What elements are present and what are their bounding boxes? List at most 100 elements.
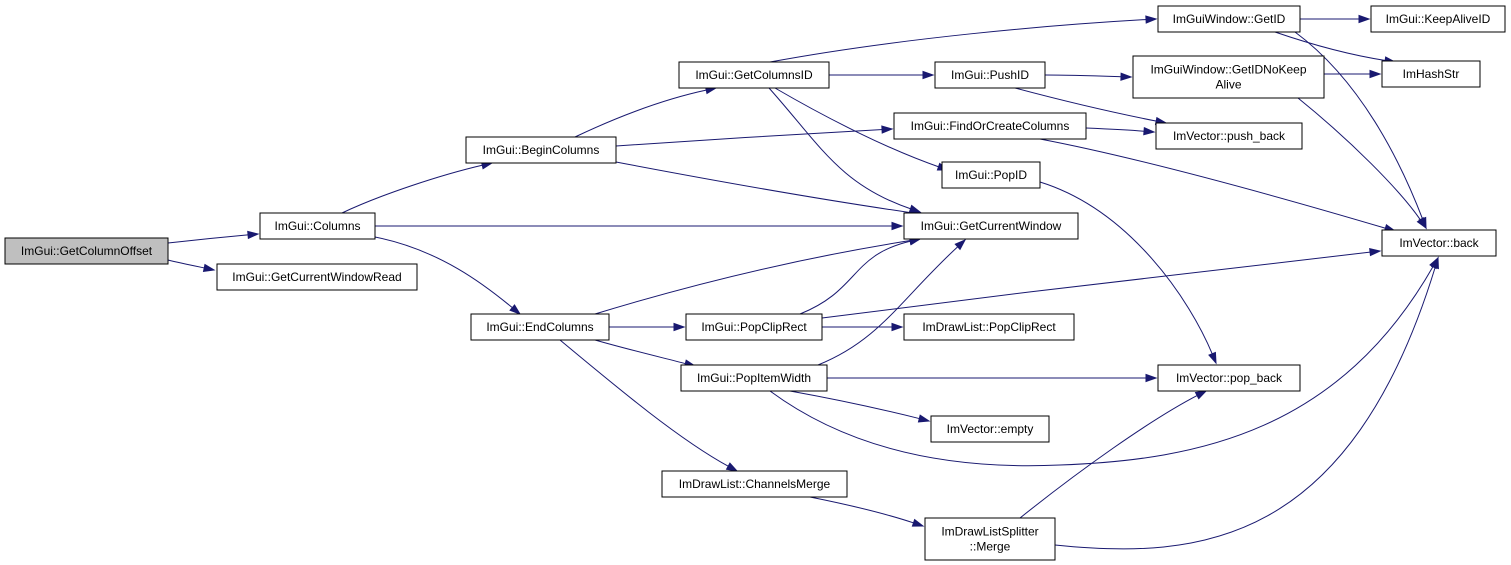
node-getcolumnsid[interactable]: ImGui::GetColumnsID	[678, 61, 830, 89]
node-label: ImGui::EndColumns	[486, 320, 593, 334]
edge-pushid-to-window_getidnokeepalive	[1044, 72, 1133, 81]
node-vector_pop_back[interactable]: ImVector::pop_back	[1157, 364, 1301, 392]
edge-popcliprect-to-drawlist_popcliprect	[822, 322, 904, 332]
node-box	[678, 61, 830, 89]
edge-findorcreatecolumns-to-vector_back	[1039, 138, 1397, 233]
node-label: ImGui::PopID	[955, 168, 1027, 182]
node-label: ImGui::PopItemWidth	[697, 371, 811, 385]
node-box	[259, 212, 376, 240]
node-box	[903, 313, 1075, 341]
node-box	[680, 364, 828, 392]
node-label: ImGui::PushID	[951, 68, 1029, 82]
nodes-layer: ImGui::GetColumnOffsetImGui::ColumnsImGu…	[4, 5, 1506, 561]
edge-begincolumns-to-findorcreatecolumns	[615, 125, 894, 147]
node-vector_back[interactable]: ImVector::back	[1381, 229, 1497, 257]
edge-endcolumns-to-channelsmerge	[559, 339, 739, 472]
node-label: ImVector::back	[1399, 236, 1479, 250]
node-box	[930, 415, 1050, 443]
node-box	[1157, 5, 1301, 33]
edge-endcolumns-to-popcliprect	[609, 322, 686, 332]
node-label: ImGuiWindow::GetIDNoKeep	[1150, 63, 1306, 77]
node-box	[903, 212, 1079, 240]
edge-columns-to-begincolumns	[341, 161, 494, 214]
node-box	[1381, 60, 1481, 88]
node-endcolumns[interactable]: ImGui::EndColumns	[470, 313, 610, 341]
node-box	[941, 161, 1041, 189]
node-box	[465, 136, 617, 164]
node-label: ImGui::BeginColumns	[483, 143, 600, 157]
edge-begincolumns-to-getcolumnsid	[574, 86, 718, 138]
node-label: ImHashStr	[1403, 67, 1460, 81]
edge-popitemwidth-to-vector_back	[769, 256, 1439, 467]
edge-endcolumns-to-getcurrentwindow	[594, 236, 922, 315]
node-box	[1157, 364, 1301, 392]
node-vector_empty[interactable]: ImVector::empty	[930, 415, 1050, 443]
node-label: ImVector::empty	[947, 422, 1034, 436]
node-imhashstr[interactable]: ImHashStr	[1381, 60, 1481, 88]
edge-window_getid-to-keepaliveid	[1300, 14, 1371, 24]
node-findorcreatecolumns[interactable]: ImGui::FindOrCreateColumns	[893, 112, 1087, 140]
node-label: ImGui::GetCurrentWindowRead	[232, 270, 401, 284]
node-label: ImDrawList::ChannelsMerge	[679, 477, 831, 491]
node-label: Alive	[1215, 78, 1241, 92]
edge-splitter_merge-to-vector_pop_back	[1019, 390, 1208, 519]
node-label: ImGui::GetColumnOffset	[21, 244, 153, 258]
edge-window_getidnokeepalive-to-imhashstr	[1324, 69, 1382, 79]
node-box	[893, 112, 1087, 140]
node-label: ImVector::push_back	[1173, 129, 1286, 143]
node-label: ImDrawList::PopClipRect	[922, 320, 1056, 334]
node-box	[470, 313, 610, 341]
node-label: ImGui::GetCurrentWindow	[921, 219, 1062, 233]
node-label: ImGui::KeepAliveID	[1386, 12, 1491, 26]
node-box	[661, 470, 848, 498]
edge-splitter_merge-to-vector_back	[1054, 256, 1439, 550]
node-popid[interactable]: ImGui::PopID	[941, 161, 1041, 189]
node-box	[4, 237, 169, 265]
edge-popcliprect-to-vector_back	[821, 247, 1382, 319]
node-box	[1370, 5, 1506, 33]
edge-popitemwidth-to-getcurrentwindow	[817, 238, 967, 366]
node-box	[685, 313, 823, 341]
node-columns[interactable]: ImGui::Columns	[259, 212, 376, 240]
node-box	[934, 61, 1046, 89]
node-getcolumnoffset[interactable]: ImGui::GetColumnOffset	[4, 237, 169, 265]
node-label: ImDrawListSplitter	[941, 525, 1038, 539]
node-box	[924, 517, 1056, 561]
edge-popitemwidth-to-vector_empty	[789, 390, 931, 423]
node-window_getid[interactable]: ImGuiWindow::GetID	[1157, 5, 1301, 33]
node-box	[1132, 55, 1325, 99]
edge-getcolumnsid-to-pushid	[828, 70, 935, 80]
node-box	[1381, 229, 1497, 257]
edge-columns-to-getcurrentwindow	[375, 221, 904, 231]
edge-channelsmerge-to-splitter_merge	[809, 496, 925, 527]
edge-popitemwidth-to-vector_pop_back	[826, 373, 1158, 383]
node-channelsmerge[interactable]: ImDrawList::ChannelsMerge	[661, 470, 848, 498]
edge-popid-to-vector_pop_back	[1039, 181, 1217, 365]
node-label: ImVector::pop_back	[1176, 371, 1283, 385]
node-label: ImGui::GetColumnsID	[695, 68, 813, 82]
node-pushid[interactable]: ImGui::PushID	[934, 61, 1046, 89]
node-getcurrentwindow[interactable]: ImGui::GetCurrentWindow	[903, 212, 1079, 240]
edge-getcolumnsid-to-window_getid	[769, 15, 1158, 63]
edge-endcolumns-to-popitemwidth	[594, 339, 697, 368]
node-label: ImGui::PopClipRect	[701, 320, 807, 334]
edge-getcolumnoffset-to-getcurrentwindowread	[167, 259, 216, 272]
node-label: ImGuiWindow::GetID	[1173, 12, 1286, 26]
node-drawlist_popcliprect[interactable]: ImDrawList::PopClipRect	[903, 313, 1075, 341]
node-popitemwidth[interactable]: ImGui::PopItemWidth	[680, 364, 828, 392]
edge-begincolumns-to-getcurrentwindow	[615, 161, 922, 217]
node-label: ::Merge	[970, 540, 1011, 554]
node-getcurrentwindowread[interactable]: ImGui::GetCurrentWindowRead	[216, 263, 418, 291]
node-box	[216, 263, 418, 291]
edge-findorcreatecolumns-to-vector_push_back	[1085, 126, 1156, 136]
node-begincolumns[interactable]: ImGui::BeginColumns	[465, 136, 617, 164]
node-splitter_merge[interactable]: ImDrawListSplitter::Merge	[924, 517, 1056, 561]
node-label: ImGui::Columns	[274, 219, 360, 233]
node-vector_push_back[interactable]: ImVector::push_back	[1155, 122, 1303, 150]
node-popcliprect[interactable]: ImGui::PopClipRect	[685, 313, 823, 341]
node-box	[1155, 122, 1303, 150]
node-keepaliveid[interactable]: ImGui::KeepAliveID	[1370, 5, 1506, 33]
edge-window_getidnokeepalive-to-vector_back	[1297, 97, 1427, 230]
